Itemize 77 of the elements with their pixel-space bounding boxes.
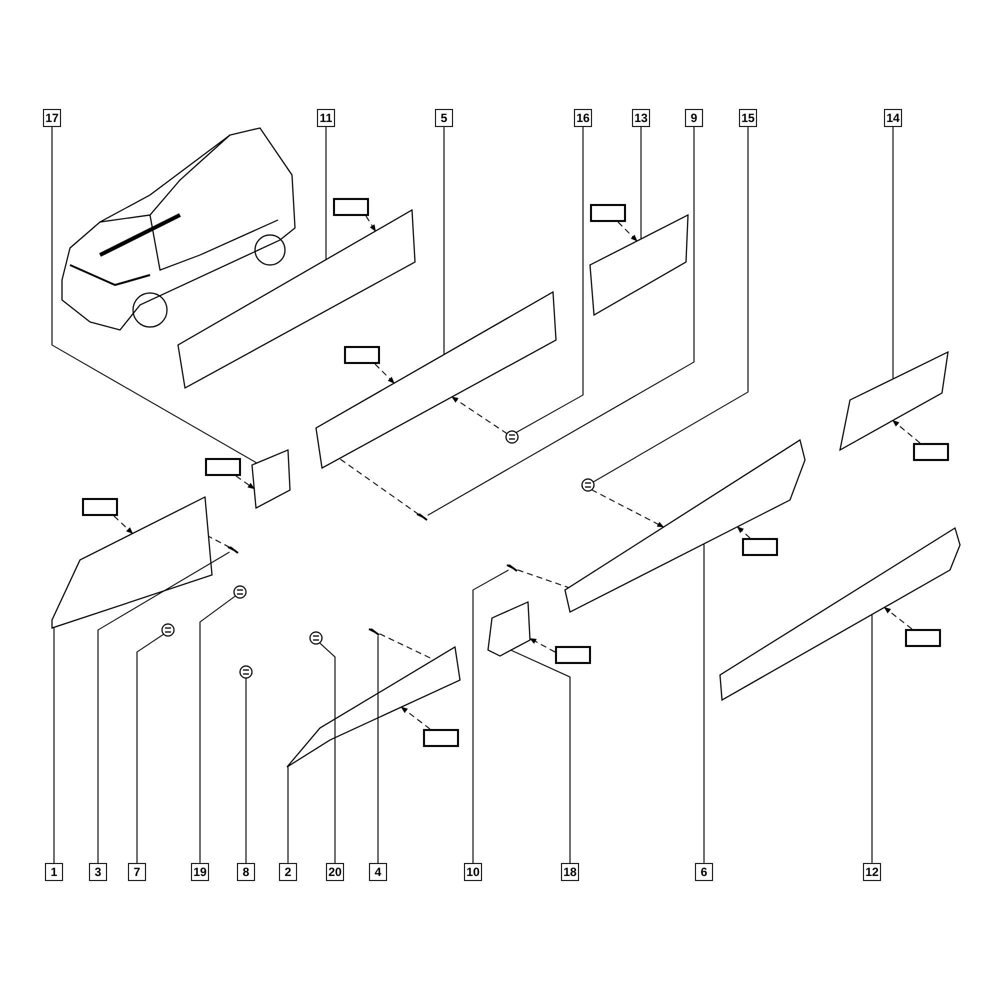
dashed-arrow <box>736 526 750 538</box>
clip-icon <box>161 623 175 637</box>
dashed-arrow <box>114 516 134 534</box>
callout-number: 14 <box>884 109 902 127</box>
side-panel-drawing <box>589 214 689 316</box>
callout-number: 8 <box>237 863 255 881</box>
moulding-drawing <box>286 646 461 768</box>
clip-icon <box>505 430 519 444</box>
dashed-arrow <box>366 216 376 232</box>
leader-line <box>892 126 894 380</box>
label-symbol <box>205 458 241 476</box>
callout-number: 12 <box>863 863 881 881</box>
leader-line <box>427 126 694 516</box>
label-symbol <box>905 629 941 647</box>
leader-line <box>52 126 258 464</box>
callout-number: 2 <box>279 863 297 881</box>
screw-icon <box>368 628 380 636</box>
callout-number: 16 <box>574 109 592 127</box>
screw-icon <box>506 564 518 572</box>
clip-icon <box>309 631 323 645</box>
label-symbol <box>913 443 949 461</box>
dashed-line <box>338 458 420 515</box>
callout-number: 5 <box>435 109 453 127</box>
callout-number: 18 <box>561 863 579 881</box>
dashed-arrow <box>892 420 920 444</box>
leader-line <box>200 595 236 864</box>
clip-icon <box>239 665 253 679</box>
label-symbol <box>333 198 369 216</box>
dashed-arrow <box>884 606 912 630</box>
leader-line <box>510 650 570 864</box>
leader-line <box>98 552 230 864</box>
callout-number: 4 <box>369 863 387 881</box>
clip-icon <box>581 478 595 492</box>
leader-line <box>516 126 584 434</box>
callout-number: 7 <box>128 863 146 881</box>
screw-icon <box>227 546 239 554</box>
leader-line <box>472 570 509 864</box>
leader-line <box>319 642 336 864</box>
screw-icon <box>416 513 428 521</box>
dashed-arrow <box>618 222 638 242</box>
dashed-line <box>208 536 230 548</box>
label-symbol <box>590 204 626 222</box>
moulding-drawing <box>839 350 949 452</box>
callout-number: 11 <box>317 109 335 127</box>
trim-plate-drawing <box>251 449 291 509</box>
callout-number: 20 <box>326 863 344 881</box>
moulding-drawing <box>51 496 213 629</box>
dashed-arrow <box>374 364 395 384</box>
label-symbol <box>555 646 591 664</box>
dashed-line <box>517 569 570 588</box>
leader-line <box>592 126 748 483</box>
moulding-drawing <box>564 439 806 613</box>
label-symbol <box>82 498 118 516</box>
callout-number: 13 <box>632 109 650 127</box>
dashed-arrow <box>591 489 664 528</box>
side-panel-drawing <box>315 291 557 469</box>
callout-number: 6 <box>695 863 713 881</box>
callout-number: 9 <box>685 109 703 127</box>
callout-number: 15 <box>739 109 757 127</box>
clip-icon <box>233 585 247 599</box>
callout-number: 1 <box>45 863 63 881</box>
side-panel-drawing <box>177 209 416 389</box>
label-symbol <box>344 346 380 364</box>
leader-line <box>136 634 164 864</box>
moulding-drawing <box>719 527 961 701</box>
label-symbol <box>423 729 459 747</box>
callout-number: 17 <box>43 109 61 127</box>
dashed-arrow <box>236 476 255 490</box>
end-cap-drawing <box>487 601 531 657</box>
dashed-arrow <box>529 638 556 652</box>
leader-line <box>640 126 642 240</box>
callout-number: 19 <box>191 863 209 881</box>
callout-number: 3 <box>89 863 107 881</box>
dashed-arrow <box>400 706 430 730</box>
callout-number: 10 <box>464 863 482 881</box>
label-symbol <box>742 538 778 556</box>
dashed-arrow <box>451 396 508 434</box>
